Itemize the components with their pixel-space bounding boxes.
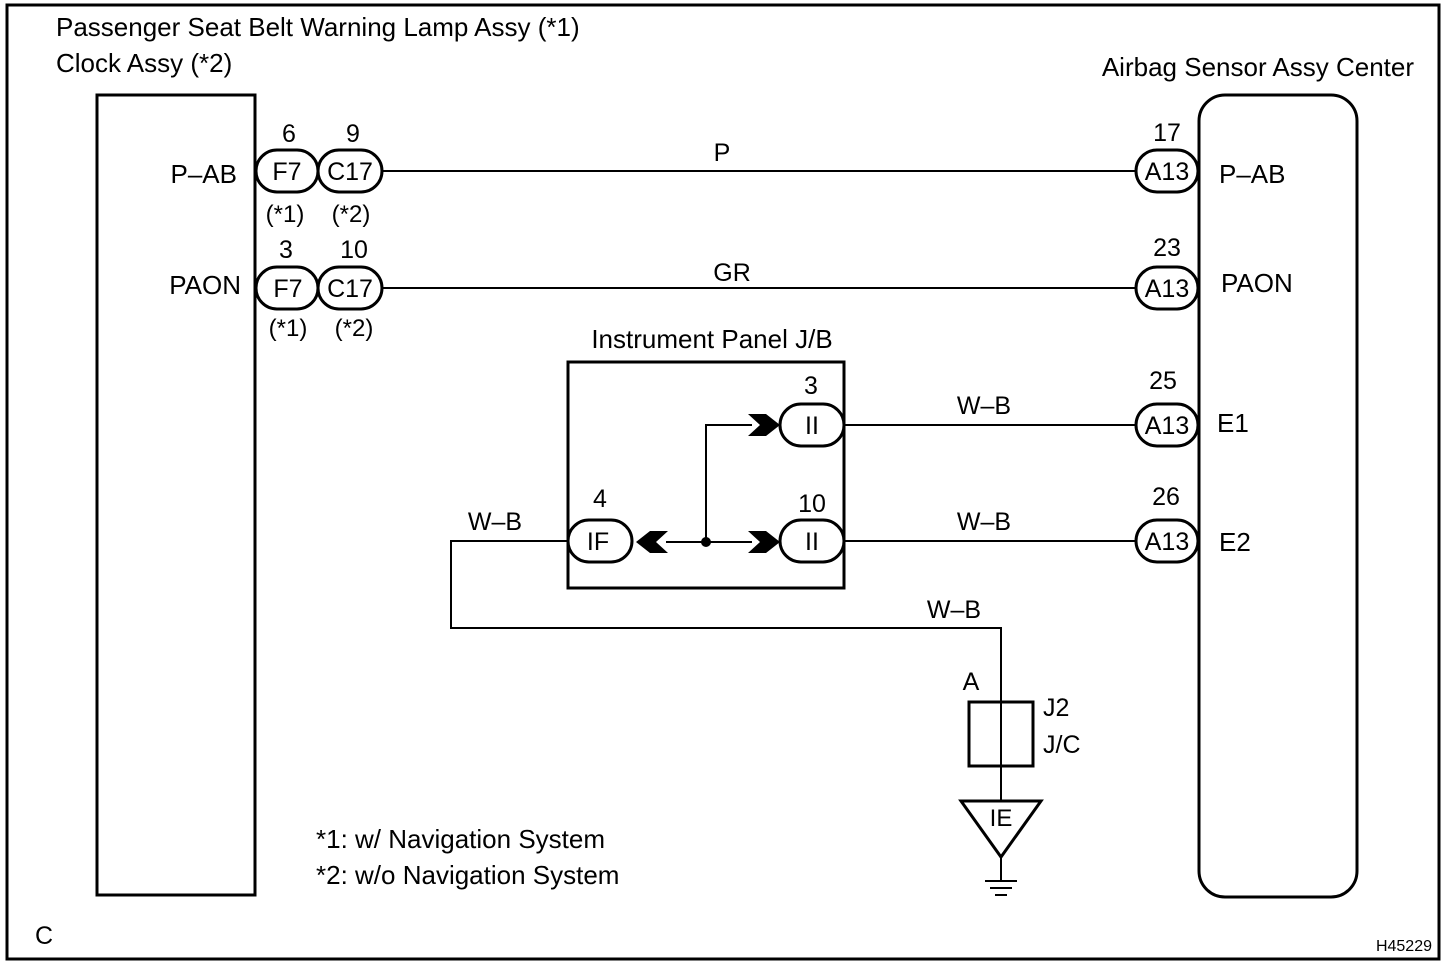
connector-if [566,518,634,564]
pin-number: 4 [593,485,607,513]
connector-code: F7 [272,158,301,186]
corner-label: C [35,922,53,950]
right-pin-label-e1: E1 [1217,408,1249,438]
jb-title: Instrument Panel J/B [591,324,832,354]
connector-code: A13 [1145,412,1189,440]
right-component-title: Airbag Sensor Assy Center [1102,52,1414,82]
pin-number: 26 [1152,483,1180,511]
wire-color-gr: GR [713,259,751,287]
right-pin-label-paon: PAON [1221,268,1293,298]
pin-number: 25 [1149,367,1177,395]
left-pin-label-paon: PAON [169,270,241,300]
wire-color-if-out: W–B [468,508,522,536]
left-connectors-row-2: 3 10 F7 C17 (*1) (*2) [254,236,384,342]
connector-code: F7 [273,275,302,303]
left-component-title-1: Passenger Seat Belt Warning Lamp Assy (*… [56,12,580,42]
jc-pin: A [963,668,980,696]
connector-code: II [805,412,819,440]
ground-triangle [958,799,1044,860]
connector-code: A13 [1145,528,1189,556]
jc-code: J2 [1043,694,1069,722]
connector-code: A13 [1145,158,1189,186]
ground-point-label: IE [990,805,1013,832]
ground-point: IE [958,799,1044,896]
connector-code: II [805,528,819,556]
right-pin-label-e2: E2 [1219,527,1251,557]
connector-ii [778,518,846,564]
diagram-code: H45229 [1376,938,1432,955]
pin-number: 6 [282,120,296,148]
footnote-1: *1: w/ Navigation System [316,824,605,854]
left-component-body [95,93,257,897]
jc-type: J/C [1043,731,1081,759]
pin-number: 3 [804,372,818,400]
connector-code: C17 [327,275,373,303]
connector-code: A13 [1145,275,1189,303]
variant-note: (*1) [266,201,305,228]
jb-body [566,360,846,590]
diagram-frame [5,3,1441,961]
footnote-2: *2: w/o Navigation System [316,860,619,890]
right-component: Airbag Sensor Assy Center P–AB PAON E1 E… [1102,52,1414,899]
wire-color-e1: W–B [957,392,1011,420]
left-connectors-row-1: 6 9 F7 C17 (*1) (*2) [254,120,384,228]
wire-if-ground [450,540,1002,702]
pin-number: 3 [279,236,293,264]
left-component: Passenger Seat Belt Warning Lamp Assy (*… [56,12,580,897]
right-component-body [1197,93,1359,899]
variant-note: (*1) [269,315,308,342]
left-component-title-2: Clock Assy (*2) [56,48,232,78]
connector-code: C17 [327,158,373,186]
wires: P GR W–B W–B W–B W–B [382,139,1136,702]
junction-connector: A J2 J/C [963,668,1081,801]
pin-number: 17 [1153,119,1181,147]
left-pin-label-p-ab: P–AB [171,159,238,189]
wire-color-p: P [714,139,731,167]
pin-number: 23 [1153,234,1181,262]
pin-number: 10 [340,236,368,264]
variant-note: (*2) [335,315,374,342]
right-connectors: 17 A13 23 A13 25 A13 26 A13 [1134,119,1200,564]
connector-code: IF [587,528,609,556]
connector-ii [778,402,846,448]
right-pin-label-p-ab: P–AB [1219,159,1286,189]
wire-color-e2: W–B [957,508,1011,536]
pin-number: 9 [346,120,360,148]
instrument-panel-jb: Instrument Panel J/B 3 II 10 II 4 IF [566,324,846,590]
variant-note: (*2) [332,201,371,228]
terminal-chevron [748,531,780,553]
terminal-chevron [748,414,780,436]
pin-number: 10 [798,490,826,518]
jb-internal-wire [705,424,752,542]
wire-color-ground: W–B [927,596,981,624]
terminal-chevron [636,531,668,553]
splice-point [701,537,711,547]
